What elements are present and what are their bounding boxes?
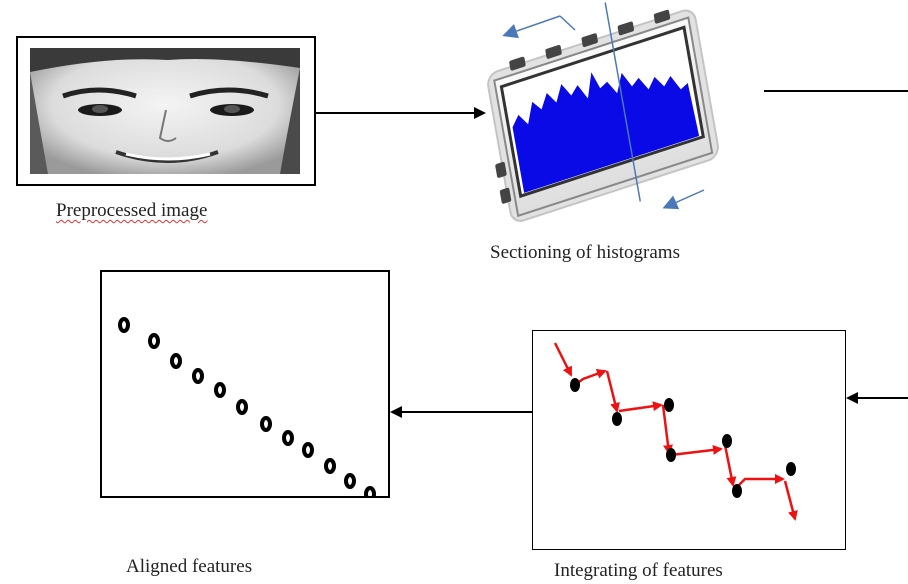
dot xyxy=(786,462,796,476)
dot xyxy=(282,430,294,446)
integrating-path xyxy=(553,342,798,521)
dot xyxy=(722,434,732,448)
aligned-features-label: Aligned features xyxy=(126,556,253,577)
face-photo-icon xyxy=(30,48,300,174)
preprocessed-image-label: Preprocessed image xyxy=(56,200,208,221)
dot xyxy=(260,416,272,432)
dot xyxy=(302,442,314,458)
integrating-features-box xyxy=(532,330,846,550)
dot xyxy=(236,399,248,415)
dot xyxy=(612,412,622,426)
dot xyxy=(364,486,376,496)
dot xyxy=(214,382,226,398)
aligned-features-box xyxy=(100,270,390,498)
dot xyxy=(732,484,742,498)
preprocessed-image-box xyxy=(16,36,316,186)
aligned-dots xyxy=(118,317,376,496)
dot xyxy=(192,368,204,384)
dot xyxy=(666,448,676,462)
dot xyxy=(344,473,356,489)
sectioning-histograms-label: Sectioning of histograms xyxy=(490,242,680,263)
dot xyxy=(570,378,580,392)
dot xyxy=(324,458,336,474)
integrating-features-label: Integrating of features xyxy=(554,560,723,581)
dot xyxy=(118,317,130,333)
dot xyxy=(170,353,182,369)
dot xyxy=(148,333,160,349)
dot xyxy=(664,398,674,412)
